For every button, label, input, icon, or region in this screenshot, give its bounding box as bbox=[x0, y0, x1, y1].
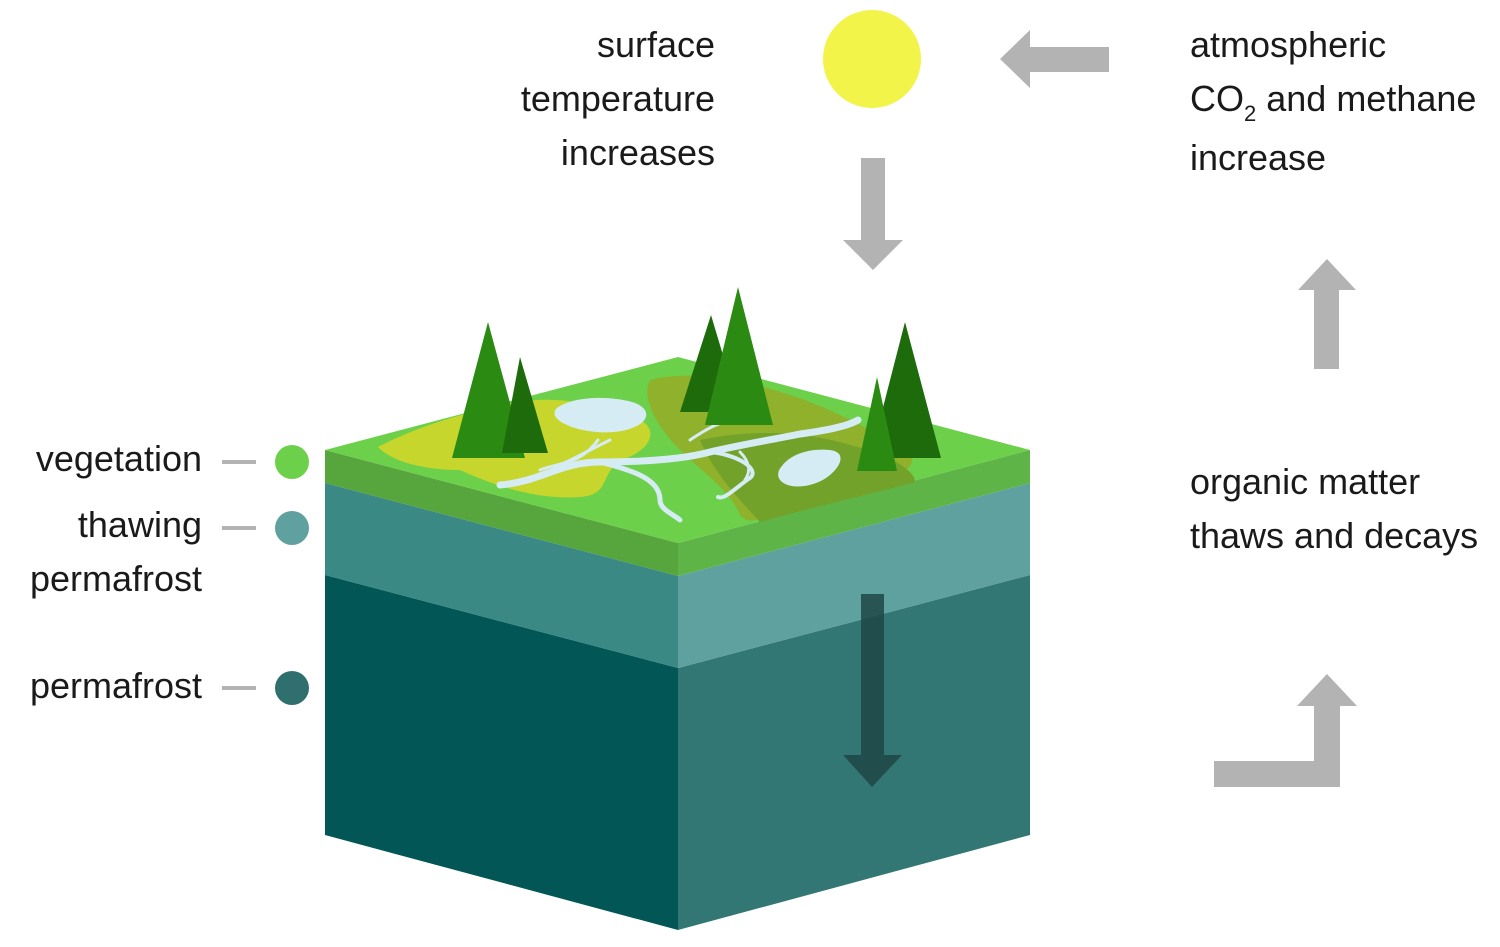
tree-icon bbox=[857, 377, 897, 471]
thawing-layer-right bbox=[678, 483, 1030, 668]
co2-text: CO bbox=[1190, 78, 1244, 119]
tree-icon bbox=[502, 357, 548, 453]
label-line: increases bbox=[560, 132, 715, 173]
lake-2 bbox=[778, 449, 841, 487]
permafrost-layer-left bbox=[325, 575, 678, 930]
tree-icon bbox=[452, 322, 525, 458]
legend-label-thawing-permafrost: thawing permafrost bbox=[0, 498, 202, 606]
lake-1 bbox=[554, 397, 647, 433]
label-line: organic matter bbox=[1190, 461, 1421, 502]
co2-subscript: 2 bbox=[1244, 101, 1257, 126]
legend-dot-thawing-permafrost bbox=[275, 511, 309, 545]
legend-label-permafrost: permafrost bbox=[0, 659, 202, 713]
tree-icon bbox=[705, 287, 773, 425]
label-line: thaws and decays bbox=[1190, 515, 1479, 556]
thaw-depth-arrow bbox=[843, 594, 902, 787]
sun-icon bbox=[823, 10, 921, 108]
surface-temperature-label: surface temperature increases bbox=[440, 18, 715, 180]
permafrost-layer-right bbox=[678, 575, 1030, 930]
river bbox=[496, 416, 862, 523]
terrain-block bbox=[325, 287, 1030, 930]
methane-text: and methane bbox=[1256, 78, 1477, 119]
atmospheric-increase-label: atmospheric CO2 and methane increase bbox=[1190, 18, 1490, 185]
legend-dot-permafrost bbox=[275, 671, 309, 705]
label-line-co2: CO2 and methane bbox=[1190, 72, 1490, 131]
legend-dot-vegetation bbox=[275, 445, 309, 479]
legend-label-vegetation: vegetation bbox=[0, 432, 202, 486]
label-line: surface bbox=[596, 24, 715, 65]
label-line: permafrost bbox=[29, 558, 202, 599]
vegetation-layer-right bbox=[678, 450, 1030, 576]
label-line: vegetation bbox=[35, 438, 202, 479]
legend-markers bbox=[222, 445, 309, 705]
organic-matter-label: organic matter thaws and decays bbox=[1190, 455, 1495, 563]
label-line: permafrost bbox=[29, 665, 202, 706]
thawing-layer-left bbox=[325, 483, 678, 668]
label-line: atmospheric bbox=[1190, 24, 1387, 65]
label-line: increase bbox=[1190, 137, 1327, 178]
arrow-down-to-ground bbox=[843, 158, 903, 270]
arrow-l-to-organic bbox=[1214, 674, 1357, 787]
tree-icon bbox=[870, 322, 941, 458]
vegetation-layer-left bbox=[325, 450, 678, 576]
arrow-up-to-atmosphere bbox=[1298, 259, 1356, 369]
arrow-left-to-sun bbox=[1000, 30, 1109, 88]
label-line: thawing bbox=[77, 504, 202, 545]
label-line: temperature bbox=[520, 78, 715, 119]
